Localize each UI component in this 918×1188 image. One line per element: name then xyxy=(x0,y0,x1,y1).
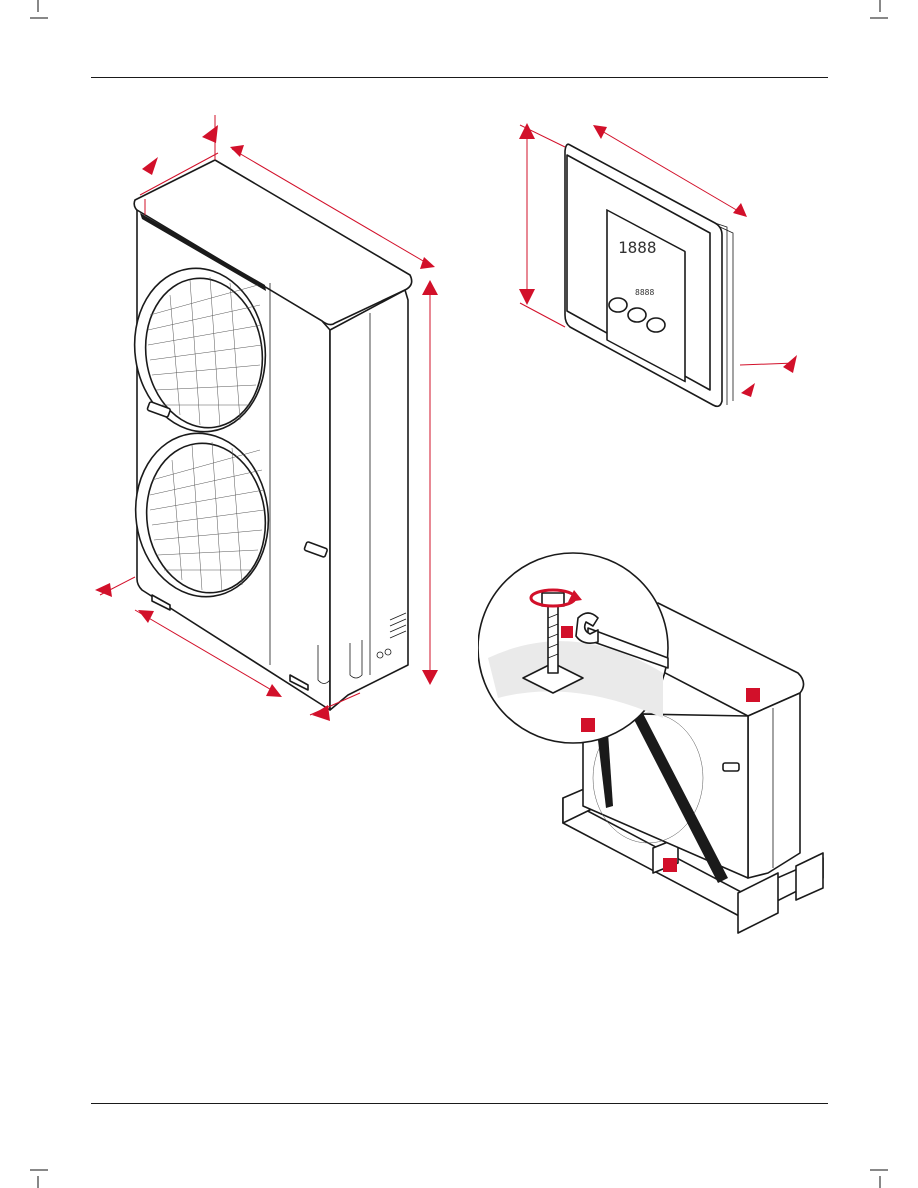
installation-illustration xyxy=(478,548,830,940)
step-marker xyxy=(581,718,595,732)
step-marker xyxy=(561,626,573,638)
heat-pump-outdoor-unit-icon xyxy=(124,160,411,710)
outdoor-unit-illustration xyxy=(90,115,450,735)
wall-thermostat-icon: 1888 8888 xyxy=(565,144,733,406)
step-marker xyxy=(663,858,677,872)
controller-illustration: 1888 8888 xyxy=(515,115,805,415)
header-rule xyxy=(91,77,828,78)
footer-rule xyxy=(91,1103,828,1104)
lcd-digits: 1888 xyxy=(618,238,657,257)
lcd-small-digits: 8888 xyxy=(635,288,654,297)
step-marker xyxy=(746,688,760,702)
